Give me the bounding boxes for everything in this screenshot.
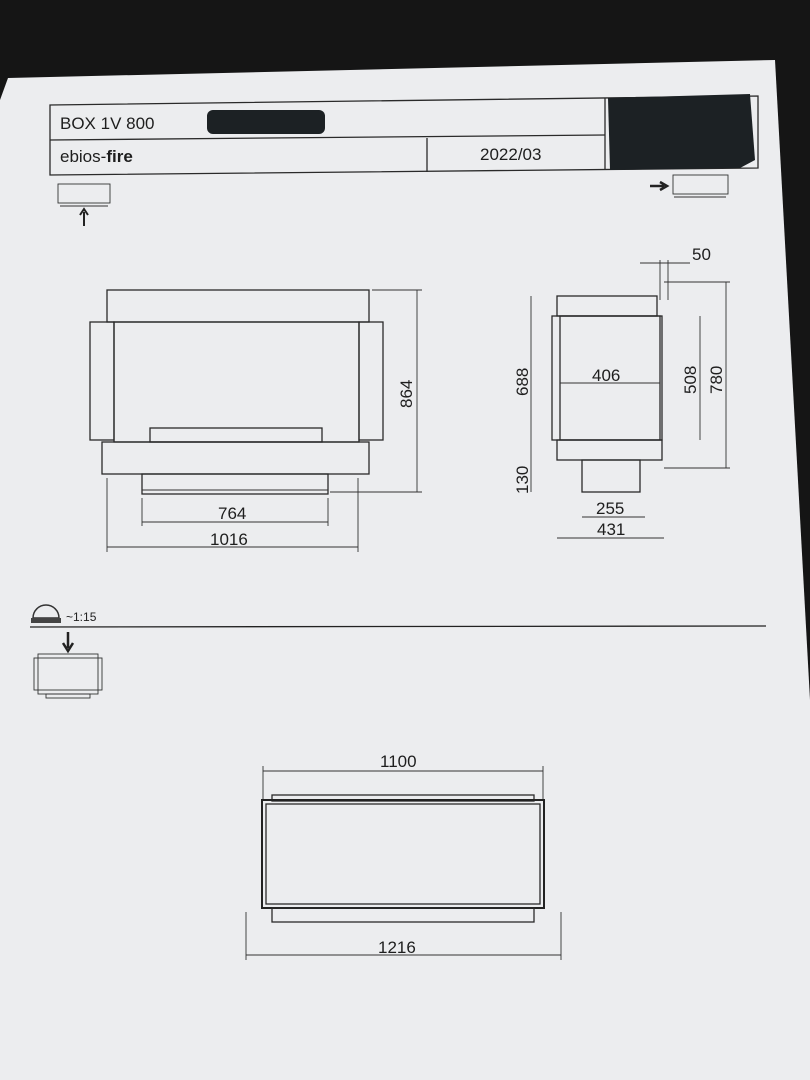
protractor-icon [32, 604, 60, 619]
dim-1100: 1100 [380, 752, 417, 771]
dim-50: 50 [692, 245, 711, 264]
side-view-drawing: 50 688 406 508 780 130 255 431 [513, 245, 730, 539]
dim-431: 431 [597, 520, 625, 539]
dim-130: 130 [513, 466, 532, 494]
top-view-indicator-icon [33, 632, 103, 699]
model-name: BOX 1V 800 [60, 114, 155, 133]
dim-780: 780 [707, 366, 726, 394]
dim-864: 864 [397, 380, 416, 408]
section-divider [29, 625, 767, 628]
side-view-indicator-icon [650, 174, 729, 198]
redaction-mark [207, 110, 325, 134]
front-view-drawing: 764 1016 864 [89, 289, 422, 552]
drawing-date: 2022/03 [480, 145, 541, 164]
dim-1016: 1016 [210, 530, 248, 549]
dim-508: 508 [681, 366, 700, 394]
scale-text: ~1:15 [66, 610, 97, 624]
dim-688: 688 [513, 368, 532, 396]
redaction-logo [608, 94, 755, 170]
scale-indicator: ~1:15 [31, 604, 97, 624]
top-view-drawing: 1100 1216 [245, 752, 562, 960]
title-block: BOX 1V 800 ebios-fire 2022/03 [49, 94, 759, 176]
front-view-indicator-icon [57, 183, 111, 226]
brand-name: ebios-fire [60, 147, 133, 166]
dim-764: 764 [218, 504, 246, 523]
dim-1216: 1216 [378, 938, 416, 957]
paper-sheet [0, 60, 810, 1080]
dim-255: 255 [596, 499, 624, 518]
dim-406: 406 [592, 366, 620, 385]
